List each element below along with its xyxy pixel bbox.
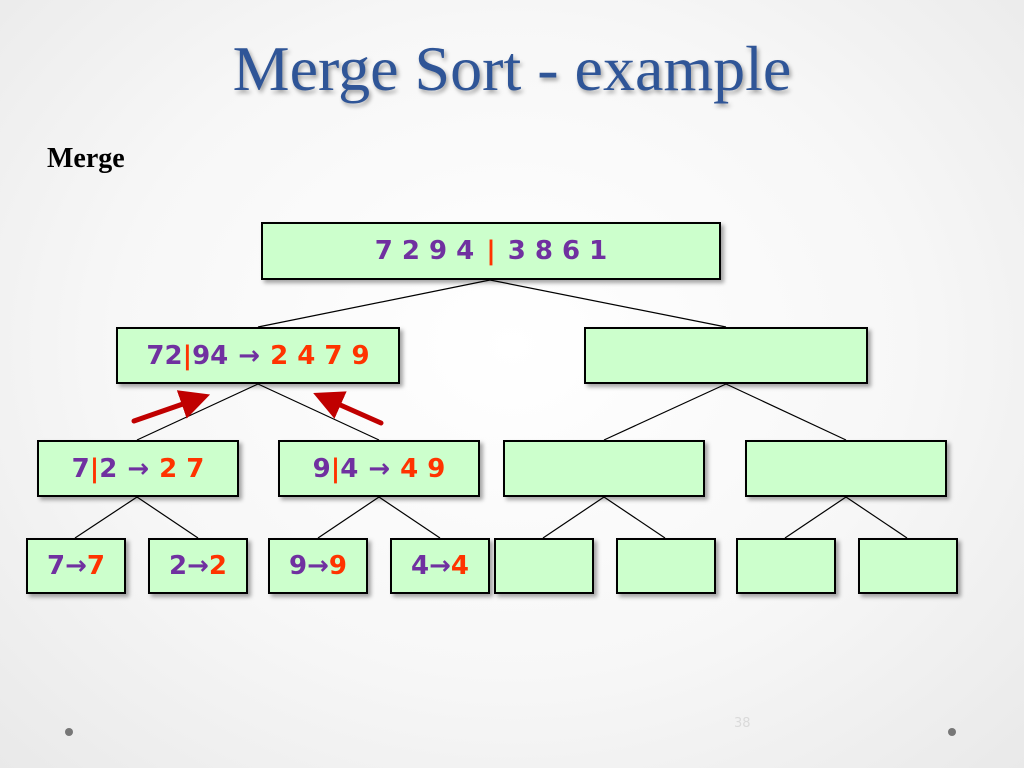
- l3-1-result: 2: [208, 551, 227, 581]
- node-l3-3: 4 → 4: [390, 538, 490, 594]
- node-l1-left: 72 | 94 → 2 4 7 9: [116, 327, 400, 384]
- l3-2-result: 9: [328, 551, 347, 581]
- section-label: Merge: [47, 143, 125, 174]
- root-separator: |: [486, 236, 496, 266]
- merge-arrow-left: [131, 390, 211, 424]
- edge-l1right-l2-2: [603, 383, 727, 441]
- decorative-dot-right: [948, 728, 956, 736]
- arrow-right-icon: →: [187, 551, 209, 581]
- edge-root-left: [257, 279, 491, 328]
- merge-arrow-right: [313, 391, 384, 426]
- edge-l2-1-l3-3: [378, 496, 441, 539]
- l2-0-part-b: 2: [99, 453, 118, 484]
- node-l3-2: 9 → 9: [268, 538, 368, 594]
- edge-l2-3-l3-6: [784, 496, 847, 539]
- l1-left-result: 2 4 7 9: [270, 340, 370, 371]
- l2-1-part-b: 4: [340, 453, 359, 484]
- l3-3-input: 4: [411, 551, 430, 581]
- node-l3-4: [494, 538, 594, 594]
- arrow-right-icon: →: [307, 551, 329, 581]
- node-l2-1: 9 | 4 → 4 9: [278, 440, 480, 497]
- edge-l2-0-l3-1: [136, 496, 199, 539]
- l3-1-input: 2: [169, 551, 188, 581]
- l2-1-result: 4 9: [400, 453, 446, 484]
- edge-l2-2-l3-4: [542, 496, 605, 539]
- l3-2-input: 9: [289, 551, 308, 581]
- l1-left-part-b: 94: [192, 340, 229, 371]
- arrow-right-icon: →: [238, 340, 261, 371]
- l1-left-separator: |: [182, 340, 193, 371]
- l2-0-result: 2 7: [159, 453, 205, 484]
- node-l2-0: 7 | 2 → 2 7: [37, 440, 239, 497]
- arrow-right-icon: →: [65, 551, 87, 581]
- edge-l2-1-l3-2: [317, 496, 380, 539]
- edge-l2-0-l3-0: [74, 496, 138, 539]
- arrow-right-icon: →: [127, 453, 150, 484]
- l1-left-part-a: 72: [146, 340, 183, 371]
- root-left-values: 7 2 9 4: [374, 236, 475, 266]
- l3-0-input: 7: [47, 551, 66, 581]
- l2-0-separator: |: [89, 453, 100, 484]
- l3-0-result: 7: [86, 551, 105, 581]
- root-right-values: 3 8 6 1: [507, 236, 608, 266]
- edge-l2-2-l3-5: [603, 496, 666, 539]
- l3-3-result: 4: [450, 551, 469, 581]
- arrow-right-icon: →: [429, 551, 451, 581]
- slide-title: Merge Sort - example: [232, 33, 792, 104]
- l2-1-part-a: 9: [312, 453, 331, 484]
- node-l3-5: [616, 538, 716, 594]
- node-l3-0: 7 → 7: [26, 538, 126, 594]
- decorative-dot-left: [65, 728, 73, 736]
- edge-root-right: [489, 279, 727, 328]
- node-l1-right: [584, 327, 868, 384]
- node-l3-1: 2 → 2: [148, 538, 248, 594]
- slide-number: 38: [734, 716, 751, 731]
- l2-1-separator: |: [330, 453, 341, 484]
- edge-l1right-l2-3: [725, 383, 847, 441]
- node-root: 7 2 9 4 | 3 8 6 1: [261, 222, 721, 280]
- node-l3-6: [736, 538, 836, 594]
- edge-l2-3-l3-7: [845, 496, 908, 539]
- node-l3-7: [858, 538, 958, 594]
- node-l2-2: [503, 440, 705, 497]
- node-l2-3: [745, 440, 947, 497]
- l2-0-part-a: 7: [71, 453, 90, 484]
- arrow-right-icon: →: [368, 453, 391, 484]
